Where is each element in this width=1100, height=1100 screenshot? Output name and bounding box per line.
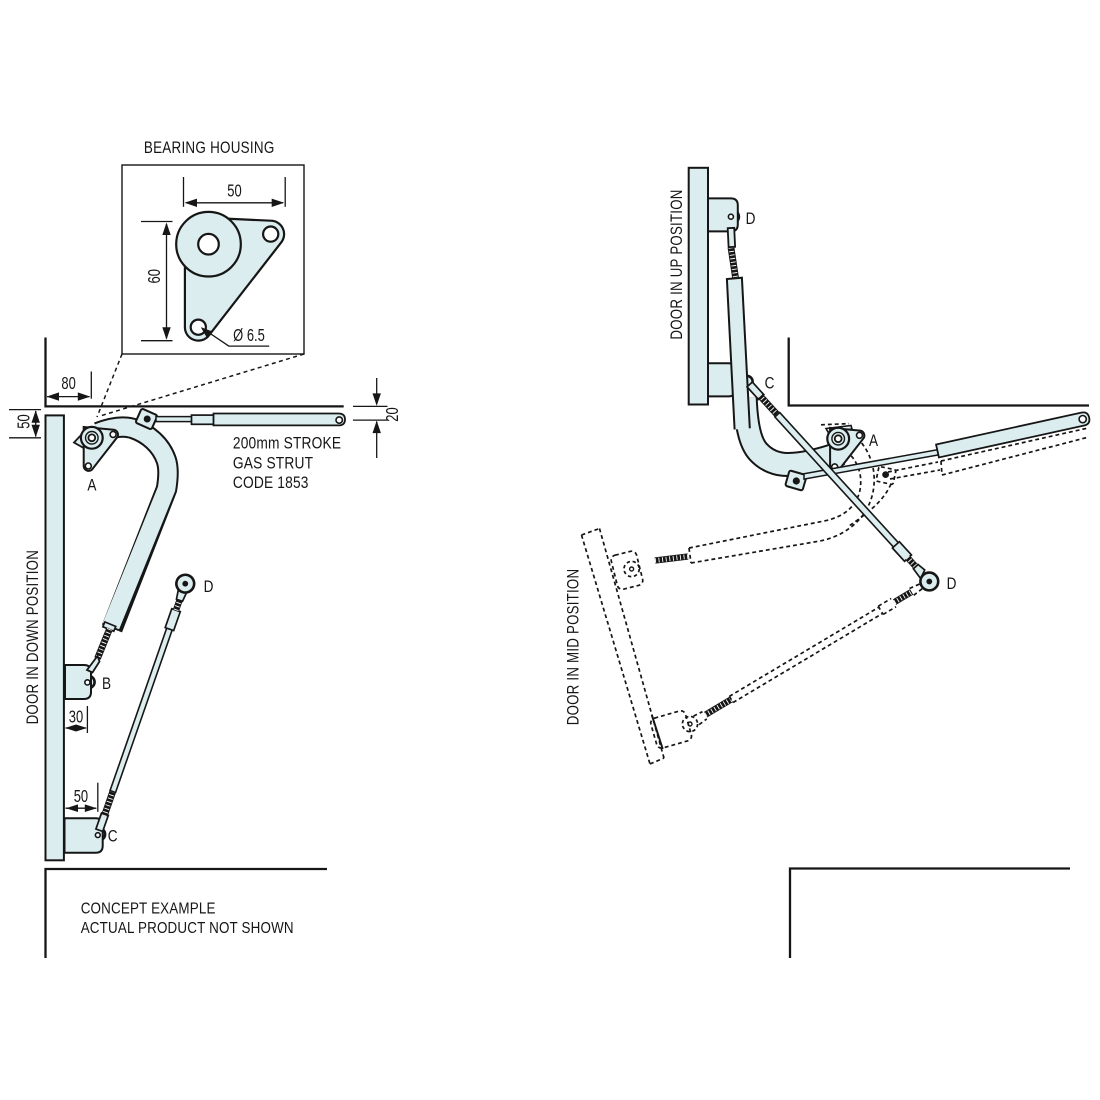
svg-text:A: A — [869, 432, 879, 451]
svg-text:D: D — [746, 210, 756, 229]
svg-text:GAS STRUT: GAS STRUT — [233, 454, 313, 472]
svg-text:50: 50 — [74, 787, 88, 806]
svg-text:Ø 6.5: Ø 6.5 — [233, 326, 265, 345]
svg-text:DOOR IN MID POSITION: DOOR IN MID POSITION — [564, 569, 583, 725]
svg-text:50: 50 — [227, 182, 241, 201]
svg-text:D: D — [204, 578, 214, 597]
svg-text:CONCEPT EXAMPLE: CONCEPT EXAMPLE — [81, 901, 216, 918]
svg-text:30: 30 — [69, 708, 83, 727]
svg-text:ACTUAL PRODUCT NOT SHOWN: ACTUAL PRODUCT NOT SHOWN — [81, 920, 294, 937]
svg-text:80: 80 — [61, 374, 75, 393]
svg-text:DOOR IN UP POSITION: DOOR IN UP POSITION — [668, 189, 687, 339]
svg-text:C: C — [765, 374, 775, 393]
svg-text:C: C — [108, 827, 118, 846]
svg-text:D: D — [947, 575, 957, 594]
svg-text:20: 20 — [383, 407, 402, 421]
svg-text:CODE 1853: CODE 1853 — [233, 474, 309, 492]
svg-text:60: 60 — [145, 269, 164, 283]
svg-text:BEARING HOUSING: BEARING HOUSING — [144, 140, 275, 157]
svg-text:A: A — [87, 476, 97, 495]
svg-text:200mm STROKE: 200mm STROKE — [233, 435, 341, 453]
svg-text:50: 50 — [15, 414, 34, 428]
svg-text:DOOR IN DOWN POSITION: DOOR IN DOWN POSITION — [24, 550, 43, 724]
svg-text:B: B — [102, 675, 111, 694]
